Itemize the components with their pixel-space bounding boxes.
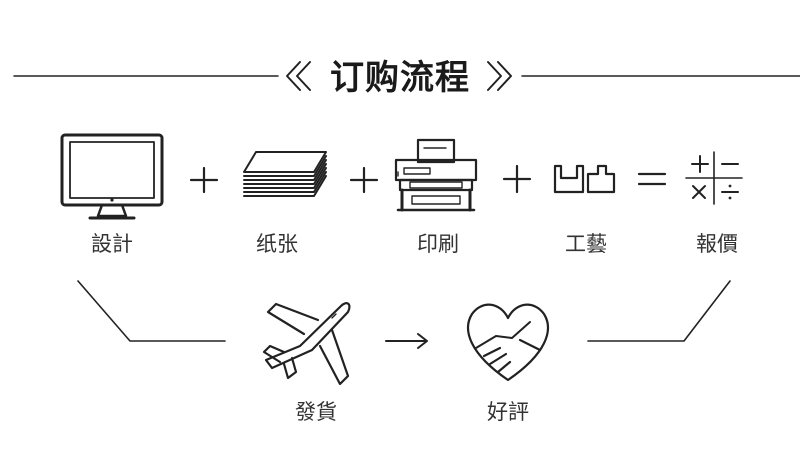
calculator-icon [685,151,743,205]
connector-left [77,280,226,342]
handshake-heart-icon [467,303,549,382]
step-label-shipping: 發貨 [295,400,337,424]
paper-stack-icon [243,151,327,197]
plus-operator-icon [502,164,532,194]
printer-icon [394,138,478,212]
plus-operator-icon [349,166,379,194]
plus-operator-icon [189,166,219,194]
page-title: 订购流程 [330,58,470,98]
chevrons-left-icon [286,61,311,91]
step-label-craft: 工藝 [565,232,607,256]
step-label-printing: 印刷 [417,232,459,256]
craft-blocks-icon [553,164,616,194]
step-label-paper: 纸张 [256,232,298,256]
equals-operator-icon [637,172,667,186]
airplane-icon [262,302,351,386]
step-label-review: 好評 [487,400,529,424]
chevrons-right-icon [487,61,512,91]
step-label-quote: 報價 [696,232,738,256]
arrow-right-icon [385,333,428,349]
step-label-design: 設計 [91,232,133,256]
connector-right [587,280,731,342]
monitor-icon [60,133,164,220]
